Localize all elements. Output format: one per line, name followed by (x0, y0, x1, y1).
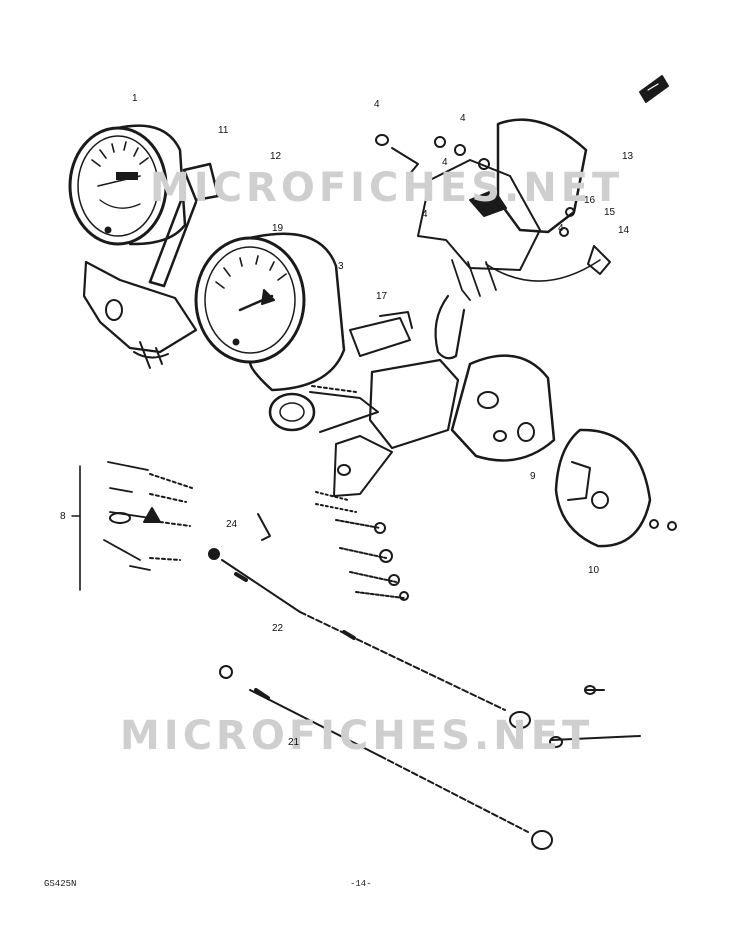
callout-16: 16 (584, 195, 596, 206)
small-hardware-right (549, 685, 641, 748)
indicator-lamp-housing (375, 118, 611, 301)
watermark-top: MICROFICHES.NET (150, 165, 624, 211)
callout-17: 17 (376, 291, 388, 302)
speedometer-cable (219, 665, 553, 850)
speedometer-bracket (82, 260, 198, 369)
speedometer-assembly (68, 124, 187, 246)
front-arrow-icon (639, 75, 669, 103)
callout-15: 15 (604, 207, 616, 218)
callout-4d: 4 (422, 209, 428, 220)
callout-13: 13 (622, 151, 634, 162)
callout-8: 8 (60, 511, 66, 522)
callout-4b: 4 (460, 113, 466, 124)
lower-cover-10 (554, 428, 677, 548)
callout-12: 12 (270, 151, 282, 162)
wire-harness (434, 294, 466, 360)
tachometer-assembly (194, 232, 346, 392)
watermark-bottom: MICROFICHES.NET (120, 713, 594, 759)
callout-24: 24 (226, 519, 238, 530)
callout-21: 21 (288, 737, 300, 748)
bulb-socket-group-8 (71, 461, 193, 591)
meter-bracket (315, 311, 460, 513)
callout-4e: 4 (558, 223, 564, 234)
callout-9: 9 (530, 471, 536, 482)
callout-3: 3 (338, 261, 344, 272)
callout-19: 19 (272, 223, 284, 234)
callout-4a: 4 (374, 99, 380, 110)
callout-14: 14 (618, 225, 630, 236)
tachometer-cable (208, 548, 531, 729)
screw-group (257, 513, 409, 601)
trip-knob-shaft (148, 162, 220, 288)
footer-page-number: -14- (350, 879, 372, 889)
callout-4c: 4 (442, 157, 448, 168)
gauge-lower-housing (268, 385, 379, 433)
callout-11: 11 (218, 125, 229, 136)
callout-1: 1 (132, 93, 138, 104)
rear-cover-9 (450, 354, 556, 462)
footer-model-code: GS425N (44, 879, 77, 889)
callout-22: 22 (272, 623, 284, 634)
callout-10: 10 (588, 565, 600, 576)
